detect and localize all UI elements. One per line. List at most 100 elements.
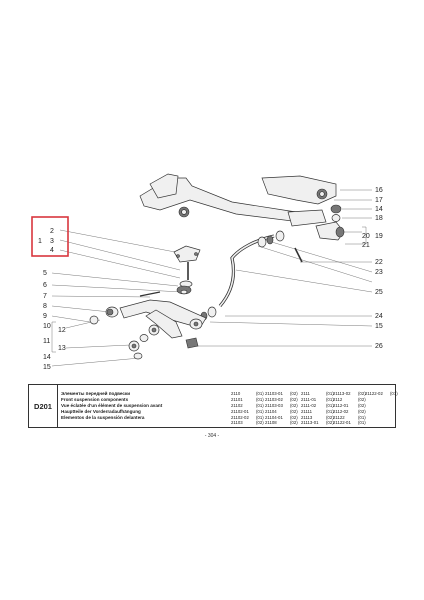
model-code: 21104-01 — [265, 414, 283, 420]
callout-19: 19 — [375, 233, 383, 240]
model-entry: 21122-02 (01) — [365, 391, 411, 397]
model-entry: 21102(01) — [231, 403, 277, 409]
model-variant: (02) — [290, 414, 298, 420]
model-entry: 2111-02 (01) — [301, 403, 347, 409]
model-entry: 21111 (01) — [301, 409, 347, 415]
model-column: 2110(01)21101(01)21102(01)21102-01(01)21… — [231, 391, 277, 426]
model-code: 21103 — [231, 420, 243, 426]
callout-18: 18 — [375, 215, 383, 222]
model-code: 2110 — [231, 391, 241, 396]
subframe-crossmember — [139, 173, 345, 263]
model-variant: (01) — [358, 420, 366, 426]
model-variant: (02) — [358, 396, 366, 402]
model-entry: 2111-01 (01) — [301, 397, 347, 403]
model-column: 2111(01)2111-01(01)2111-02(01)21111(01)2… — [301, 391, 347, 426]
model-code: 21113-01 — [301, 420, 319, 426]
model-code: 21103-03 — [265, 402, 283, 408]
model-code: 21104 — [265, 408, 277, 414]
model-entry: 21103-02 (02) — [265, 397, 311, 403]
callout-15-right: 15 — [375, 323, 383, 330]
callout-9: 9 — [43, 313, 47, 320]
callout-numbers: 2 3 1 4 5 6 7 8 9 10 12 11 13 14 15 16 1… — [38, 187, 383, 371]
model-variant: (01) — [326, 396, 334, 402]
model-column: 21113-02(02)2112(02)2112-01(02)2112-02(0… — [333, 391, 379, 426]
model-entry: 2111(01) — [301, 391, 347, 397]
model-code: 21102-02 — [231, 414, 249, 420]
model-variant: (02) — [290, 391, 298, 396]
anti-roll-bar — [200, 230, 285, 321]
model-variant: (01) — [256, 396, 264, 402]
title-fr: Vue éclatée d'un élément de suspension a… — [61, 402, 163, 408]
callout-10: 10 — [43, 323, 51, 330]
model-code: 21102-01 — [231, 408, 249, 414]
model-entry: 2112(02) — [333, 397, 379, 403]
model-variant: (02) — [326, 414, 334, 420]
lower-control-arm — [89, 291, 207, 360]
parts-info-table: D201 Элементы передней подвески Front su… — [28, 384, 398, 428]
model-variant: (01) — [256, 414, 264, 420]
model-variant: (01) — [390, 391, 398, 396]
model-code: 21122-02 — [365, 391, 383, 396]
model-entry: 21108 (02) — [265, 420, 311, 426]
callout-26: 26 — [375, 343, 383, 350]
model-entry: 21104 (02) — [265, 409, 311, 415]
model-entry: 21113(02) — [301, 415, 347, 421]
callout-4: 4 — [50, 247, 54, 254]
model-code: 2111-02 — [301, 402, 317, 408]
model-code: 2112-02 — [333, 408, 349, 414]
callout-2: 2 — [50, 228, 54, 235]
callout-20: 20 — [362, 233, 370, 240]
model-variant: (01) — [326, 408, 334, 414]
model-variant: (02) — [290, 396, 298, 402]
model-variant: (02) — [326, 420, 334, 426]
callout-8: 8 — [43, 303, 47, 310]
model-entry: 21103 (02) — [231, 420, 277, 426]
model-variant: (02) — [358, 391, 366, 396]
model-variant: (02) — [290, 420, 298, 426]
highlight-box — [31, 216, 69, 257]
model-entry: 21102-02 (01) — [231, 415, 277, 421]
page-number: - 304 - — [204, 433, 220, 439]
model-entry: 21101 (01) — [231, 397, 277, 403]
model-variant: (01) — [256, 408, 264, 414]
callout-7: 7 — [43, 293, 47, 300]
callout-11: 11 — [43, 338, 50, 345]
model-entry: 21122(01) — [333, 415, 379, 421]
model-column: 21103-01(02)21103-02(02)21103-03(02)2110… — [265, 391, 311, 426]
model-variant: (02) — [358, 402, 366, 408]
section-titles: Элементы передней подвески Front suspens… — [61, 391, 211, 421]
model-variant: (02) — [290, 402, 298, 408]
title-en: Front suspension components — [61, 396, 129, 402]
model-variant: (02) — [358, 408, 366, 414]
model-variant: (01) — [326, 402, 334, 408]
model-entry: 2110(01) — [231, 391, 277, 397]
model-entry: 2112-01(02) — [333, 403, 379, 409]
model-code: 21113-02 — [333, 391, 351, 396]
title-es: Elementos de la suspensión delantera — [61, 414, 145, 420]
model-variant: (02) — [290, 408, 298, 414]
callout-15-left: 15 — [43, 364, 51, 371]
callout-3: 3 — [50, 238, 54, 245]
model-entry: 21103-03 (02) — [265, 403, 311, 409]
callout-25: 25 — [375, 289, 383, 296]
model-entry: 21102-01 (01) — [231, 409, 277, 415]
model-code: 21101 — [231, 396, 243, 402]
model-code: 2111-01 — [301, 396, 317, 402]
model-variant: (02) — [256, 420, 264, 426]
model-code: 21103-02 — [265, 396, 283, 402]
callout-12: 12 — [58, 327, 66, 334]
diagram-code: D201 — [29, 385, 58, 427]
model-entry: 21113-01 (02) — [301, 420, 347, 426]
callout-1: 1 — [38, 238, 42, 245]
callout-24: 24 — [375, 313, 383, 320]
model-code: 21111 — [301, 408, 312, 414]
callout-14-right: 14 — [375, 206, 383, 213]
callout-6: 6 — [43, 282, 47, 289]
model-code: 21122 — [333, 414, 345, 420]
model-entry: 21104-01 (02) — [265, 415, 311, 421]
model-variant: (01) — [256, 402, 264, 408]
callout-13: 13 — [58, 345, 66, 352]
callout-5: 5 — [43, 270, 47, 277]
model-code: 21108 — [265, 420, 277, 426]
